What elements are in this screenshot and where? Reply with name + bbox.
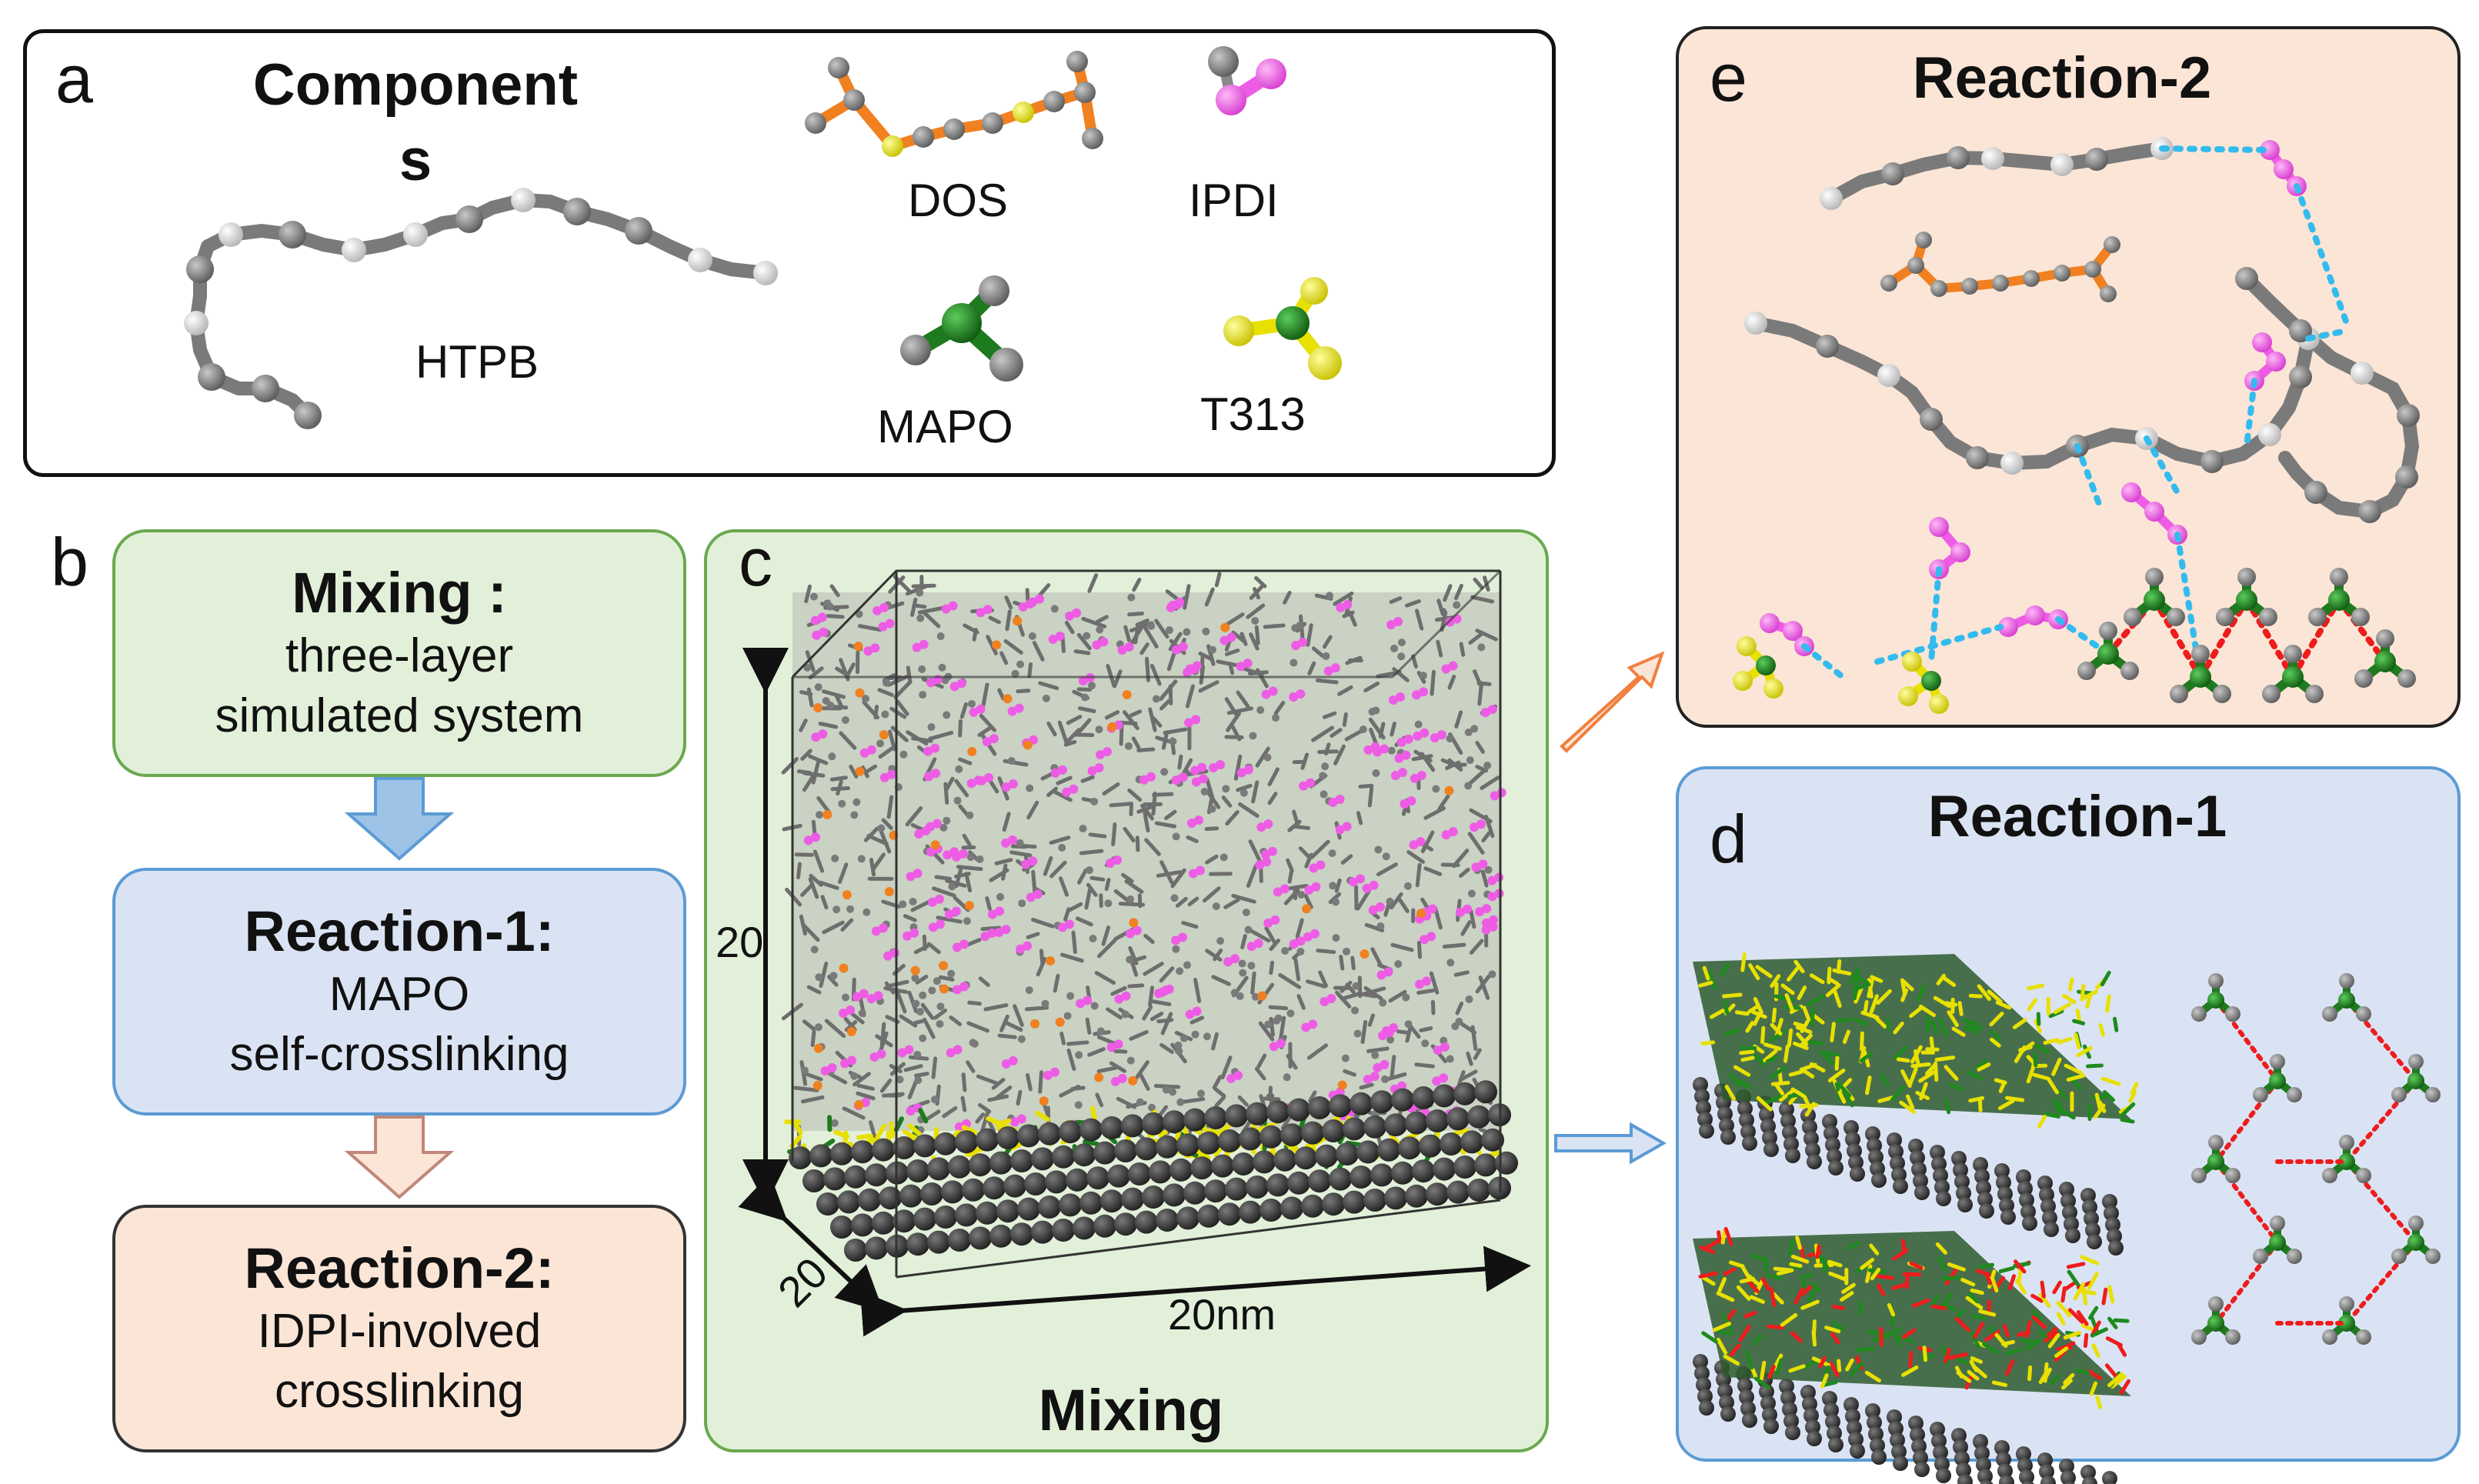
arrow-to-reaction-1 (1554, 1122, 1667, 1165)
flow-step-mixing-text1: three-layer (285, 629, 514, 682)
panel-a-letter: a (55, 41, 93, 117)
panel-a-title: Component s (252, 52, 579, 193)
mapo-label: MAPO (877, 401, 1013, 452)
t313-label: T313 (1200, 389, 1306, 440)
reaction-2-network (1733, 137, 2420, 714)
flow-step-reaction-1-text1: MAPO (329, 968, 470, 1021)
t313-molecule (1223, 277, 1342, 380)
panel-e-letter: e (1710, 39, 1747, 115)
flow-arrow-2 (344, 1116, 455, 1199)
panel-c-letter: c (739, 524, 772, 600)
reaction-1-slab-top (1693, 952, 2139, 1256)
simulation-box (781, 569, 1518, 1279)
panel-a (23, 29, 1556, 477)
flow-step-mixing-heading: Mixing : (292, 561, 507, 625)
panel-c-title: Mixing (1038, 1378, 1224, 1443)
htpb-molecule (184, 188, 778, 429)
flow-step-reaction-2-text1: IDPI-involved (257, 1305, 542, 1358)
flow-step-mixing: Mixing : three-layer simulated system (112, 529, 686, 777)
flow-step-reaction-2-heading: Reaction-2: (244, 1236, 555, 1300)
flow-step-reaction-1-heading: Reaction-1: (244, 899, 555, 963)
panel-d-letter: d (1710, 801, 1747, 877)
arrow-to-reaction-2 (1560, 651, 1665, 753)
ipdi-molecule (1208, 46, 1286, 115)
flow-step-reaction-1: Reaction-1: MAPO self-crosslinking (112, 868, 686, 1116)
dos-molecule (805, 51, 1103, 157)
flow-arrow-1 (344, 777, 455, 861)
flow-step-reaction-2: Reaction-2: IDPI-involved crosslinking (112, 1205, 686, 1452)
dim-width-arrow (859, 1246, 1531, 1337)
panel-e-title: Reaction-2 (1912, 45, 2212, 111)
flow-step-reaction-2-text2: crosslinking (275, 1365, 524, 1418)
flow-step-reaction-1-text2: self-crosslinking (229, 1028, 569, 1081)
mapo-crosslink-network (2191, 973, 2441, 1345)
mapo-molecule (900, 275, 1023, 382)
panel-d-title: Reaction-1 (1927, 784, 2227, 849)
flow-step-mixing-text2: simulated system (215, 689, 584, 742)
dos-label: DOS (908, 175, 1009, 226)
htpb-label: HTPB (415, 336, 539, 388)
reaction-1-slab-bottom (1693, 1226, 2131, 1484)
panel-b-letter: b (51, 524, 88, 600)
ipdi-label: IPDI (1189, 175, 1279, 226)
